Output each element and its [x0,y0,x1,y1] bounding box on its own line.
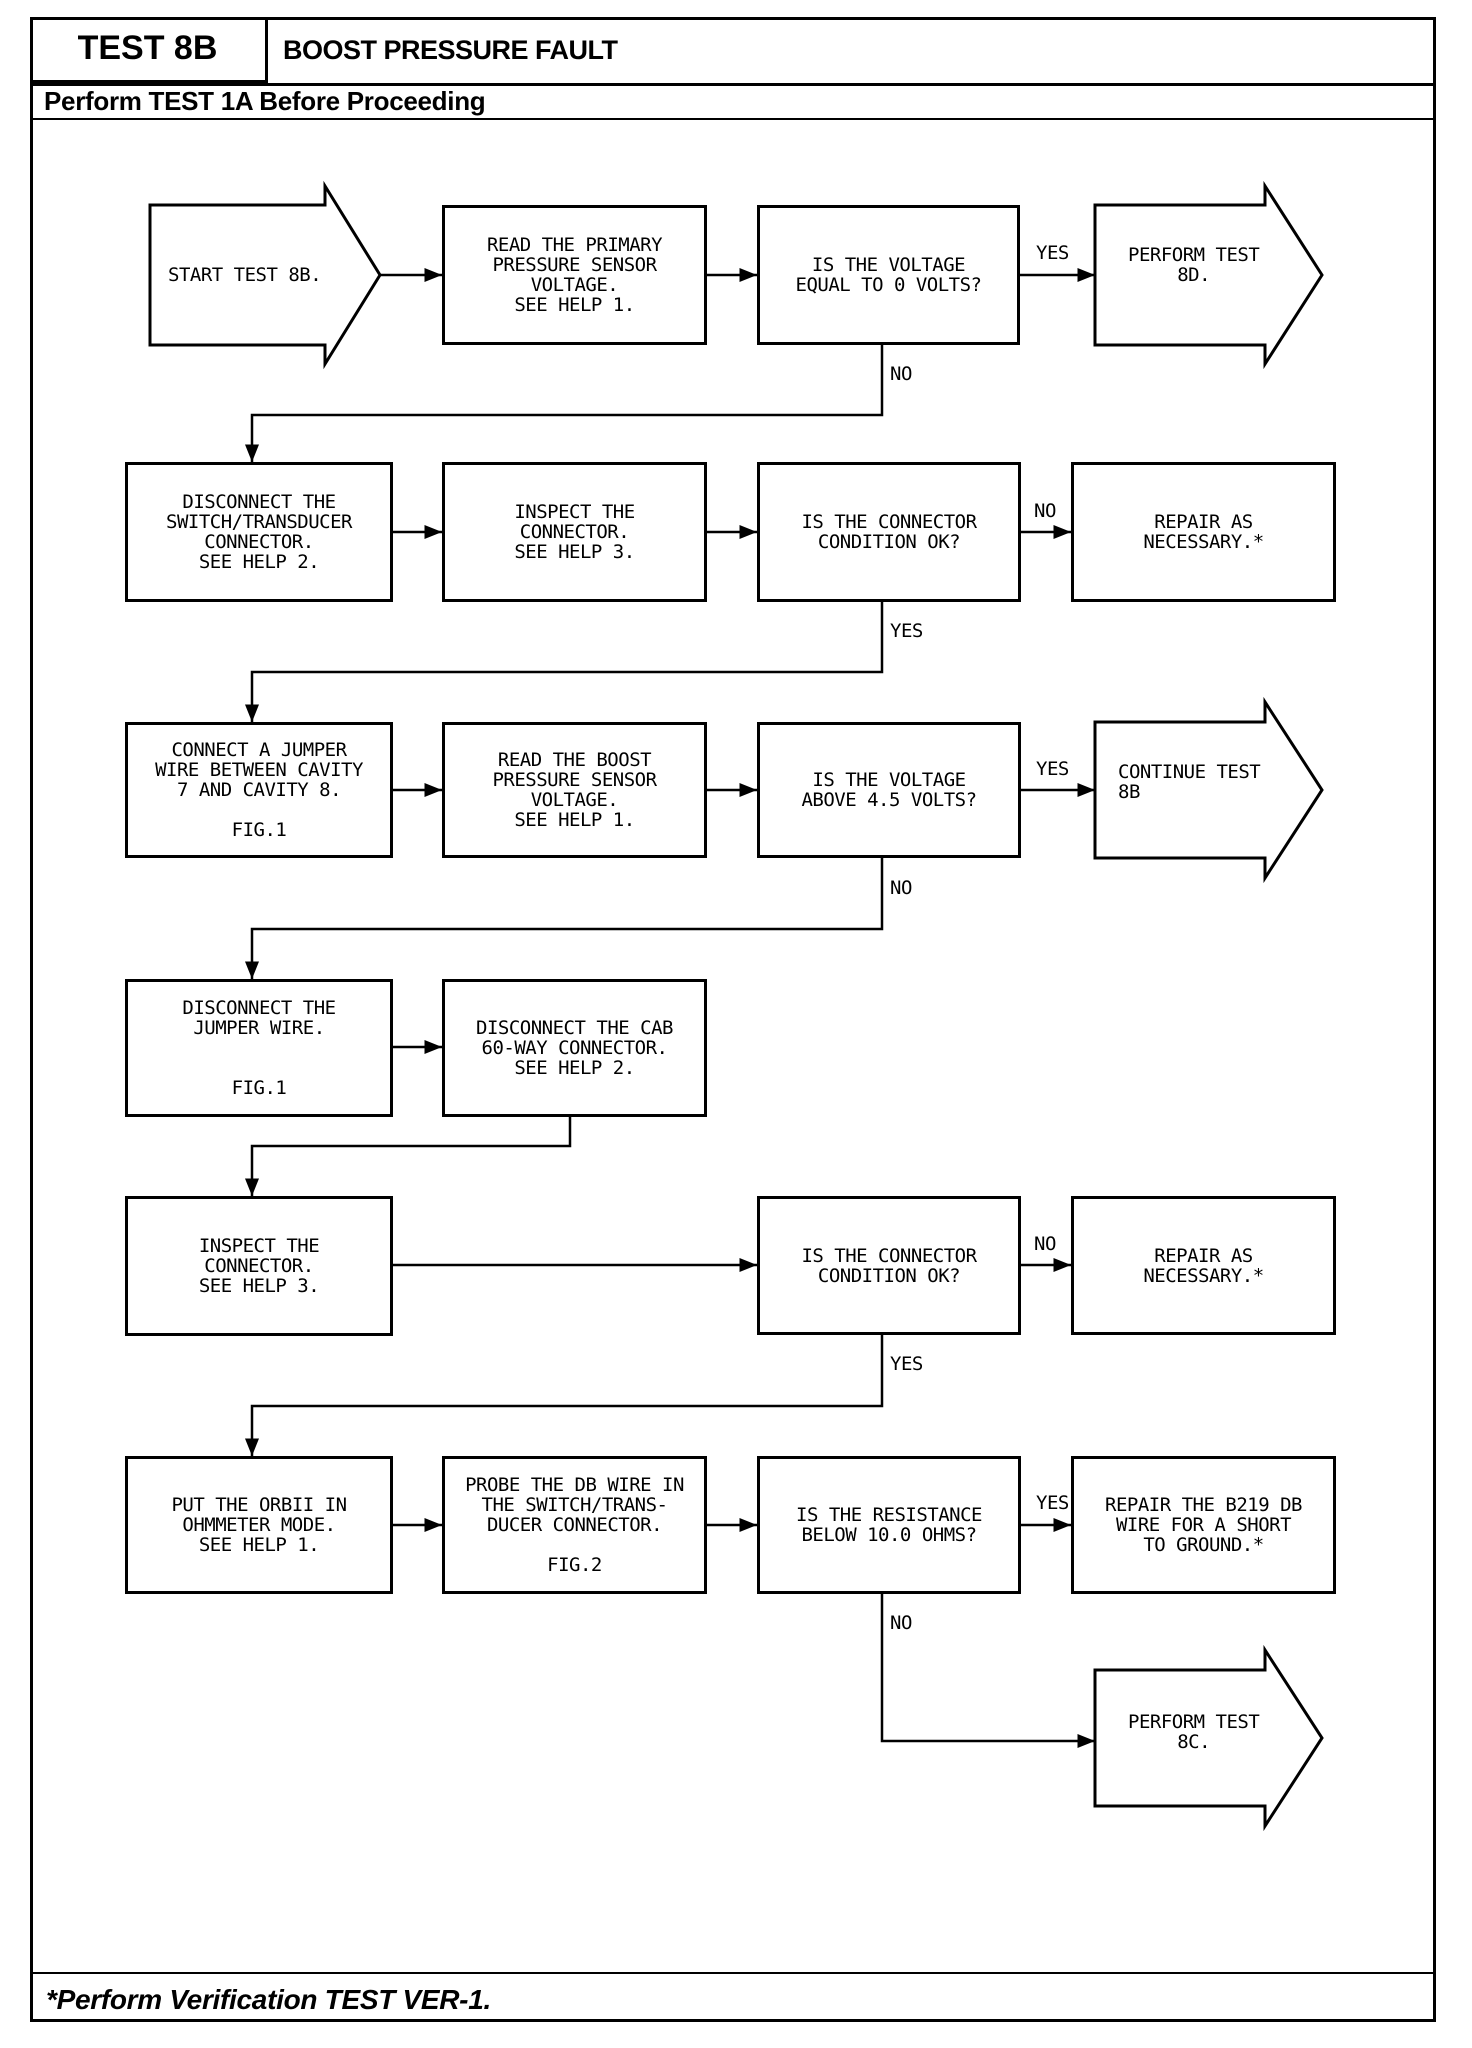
read-primary-sensor-text: READ THE PRIMARY PRESSURE SENSOR VOLTAGE… [486,234,663,316]
read-primary-sensor-step: READ THE PRIMARY PRESSURE SENSOR VOLTAGE… [442,205,707,345]
branch-label-yes: YES [1036,1492,1069,1514]
continue-test-8b: CONTINUE TEST 8B [1118,761,1261,803]
ohmmeter-mode-text: PUT THE ORBII IN OHMMETER MODE. SEE HELP… [171,1494,347,1556]
repair-text-1: REPAIR AS NECESSARY.* [1143,511,1264,553]
perform-8d-arrow-shape [1093,180,1324,370]
test-id-cell: TEST 8B [30,17,268,83]
resistance-decision: IS THE RESISTANCE BELOW 10.0 OHMS? [757,1456,1021,1594]
voltage-above-question: IS THE VOLTAGE ABOVE 4.5 VOLTS? [801,769,977,811]
repair-b219-text: REPAIR THE B219 DB WIRE FOR A SHORT TO G… [1105,1494,1302,1556]
subheader-divider [30,118,1436,120]
connector-ok-question-1: IS THE CONNECTOR CONDITION OK? [801,511,977,553]
connect-jumper-text: CONNECT A JUMPER WIRE BETWEEN CAVITY 7 A… [155,739,363,841]
probe-db-wire-step: PROBE THE DB WIRE IN THE SWITCH/TRANS- D… [442,1456,707,1594]
branch-label-no: NO [890,363,912,385]
voltage-zero-question: IS THE VOLTAGE EQUAL TO 0 VOLTS? [795,254,982,296]
connector-ok-question-2: IS THE CONNECTOR CONDITION OK? [801,1244,977,1287]
branch-label-yes: YES [1036,758,1069,780]
resistance-question: IS THE RESISTANCE BELOW 10.0 OHMS? [796,1504,982,1546]
voltage-above-decision: IS THE VOLTAGE ABOVE 4.5 VOLTS? [757,722,1021,858]
perform-test-8d: PERFORM TEST 8D. [1128,244,1260,286]
read-boost-sensor-text: READ THE BOOST PRESSURE SENSOR VOLTAGE. … [492,749,657,831]
branch-label-no: NO [890,877,912,899]
continue-8b-arrow-shape [1093,696,1324,884]
start-arrow-shape [148,180,382,370]
verification-note: *Perform Verification TEST VER-1. [46,1984,491,2015]
start-test-8b: START TEST 8B. [168,264,322,286]
inspect-connector-step-1: INSPECT THE CONNECTOR. SEE HELP 3. [442,462,707,602]
voltage-zero-decision: IS THE VOLTAGE EQUAL TO 0 VOLTS? [757,205,1020,345]
probe-db-wire-text: PROBE THE DB WIRE IN THE SWITCH/TRANS- D… [465,1474,684,1576]
disconnect-cab-step: DISCONNECT THE CAB 60-WAY CONNECTOR. SEE… [442,979,707,1117]
read-boost-sensor-step: READ THE BOOST PRESSURE SENSOR VOLTAGE. … [442,722,707,858]
repair-text-2: REPAIR AS NECESSARY.* [1143,1244,1264,1287]
inspect-connector-text-2: INSPECT THE CONNECTOR. SEE HELP 3. [198,1235,320,1297]
branch-label-yes: YES [890,620,923,642]
page-frame [30,17,1436,2022]
branch-label-no: NO [1034,500,1056,522]
disconnect-switch-text: DISCONNECT THE SWITCH/TRANSDUCER CONNECT… [166,491,352,573]
repair-step-1: REPAIR AS NECESSARY.* [1071,462,1336,602]
disconnect-cab-text: DISCONNECT THE CAB 60-WAY CONNECTOR. SEE… [476,1017,673,1079]
prerequisite-note: Perform TEST 1A Before Proceeding [44,85,486,116]
inspect-connector-step-2: INSPECT THE CONNECTOR. SEE HELP 3. [125,1196,393,1336]
repair-step-2: REPAIR AS NECESSARY.* [1071,1196,1336,1335]
disconnect-jumper-text: DISCONNECT THE JUMPER WIRE. FIG.1 [182,997,336,1099]
branch-label-no: NO [890,1612,912,1634]
ohmmeter-mode-step: PUT THE ORBII IN OHMMETER MODE. SEE HELP… [125,1456,393,1594]
footer-divider [30,1972,1436,1974]
disconnect-jumper-step: DISCONNECT THE JUMPER WIRE. FIG.1 [125,979,393,1117]
connector-ok-decision-1: IS THE CONNECTOR CONDITION OK? [757,462,1021,602]
disconnect-switch-step: DISCONNECT THE SWITCH/TRANSDUCER CONNECT… [125,462,393,602]
connect-jumper-step: CONNECT A JUMPER WIRE BETWEEN CAVITY 7 A… [125,722,393,858]
header-divider [30,83,1436,86]
branch-label-no: NO [1034,1233,1056,1255]
connector-ok-decision-2: IS THE CONNECTOR CONDITION OK? [757,1196,1021,1335]
branch-label-yes: YES [890,1353,923,1375]
inspect-connector-text-1: INSPECT THE CONNECTOR. SEE HELP 3. [514,501,635,563]
perform-test-8c: PERFORM TEST 8C. [1128,1711,1260,1753]
repair-b219-step: REPAIR THE B219 DB WIRE FOR A SHORT TO G… [1071,1456,1336,1594]
branch-label-yes: YES [1036,242,1069,264]
perform-8c-arrow-shape [1093,1644,1324,1832]
page-title: BOOST PRESSURE FAULT [283,34,618,65]
